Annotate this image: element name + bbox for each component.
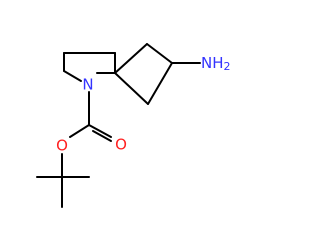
- bond-c-o-double-1: [88, 124, 112, 138]
- bond-spiro-top: [114, 43, 148, 74]
- bond-spiro-bottom: [114, 72, 149, 105]
- amine-n-label: NH2: [201, 54, 231, 74]
- ester-o-label: O: [56, 137, 68, 155]
- bond-c-o-single: [69, 124, 90, 138]
- cyclobutane-ring: [114, 43, 173, 105]
- bond-top-right: [146, 43, 173, 64]
- boc-group: [36, 91, 112, 208]
- molecule-structure: NH2 N O O: [36, 43, 231, 208]
- bond-ring-nleft: [63, 70, 82, 82]
- bond-bottom-right: [147, 62, 173, 105]
- bond-c-o-double-2: [92, 130, 112, 142]
- carbonyl-o-label: O: [115, 136, 127, 154]
- azetidine-ring: [63, 52, 116, 82]
- ring-n-label: N: [82, 76, 93, 94]
